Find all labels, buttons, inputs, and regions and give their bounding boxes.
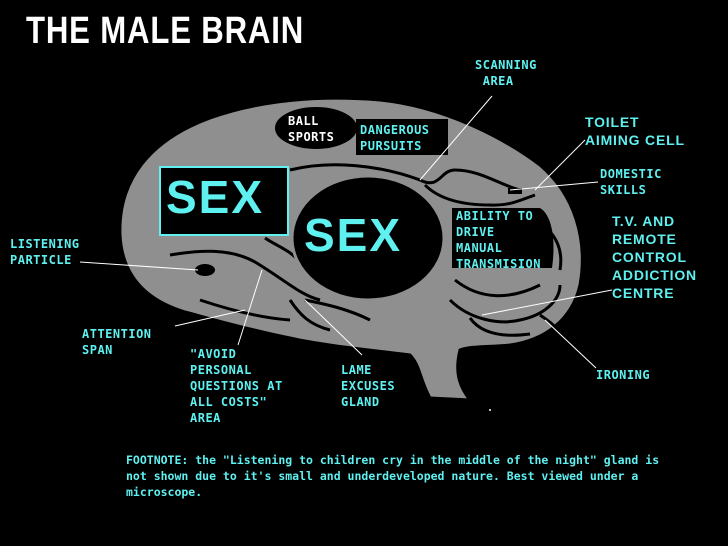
footnote: FOOTNOTE: the "Listening to children cry… <box>126 453 660 499</box>
avoid-questions-label: "AVOID PERSONAL QUESTIONS AT ALL COSTS" … <box>190 347 283 425</box>
listening-particle-label: LISTENING PARTICLE <box>10 237 80 267</box>
lame-excuses-label: LAME EXCUSES GLAND <box>341 363 396 409</box>
sex-left-label: SEX <box>166 171 265 223</box>
attention-span-label: ATTENTION SPAN <box>82 327 152 357</box>
toilet-cell <box>508 188 522 194</box>
ball-sports-label: BALL SPORTS <box>288 114 335 144</box>
ability-drive-lobe <box>452 208 554 268</box>
scanning-area-label: SCANNING AREA <box>475 58 537 88</box>
dangerous-pursuits-lobe <box>356 119 448 155</box>
page-title: THE MALE BRAIN <box>26 10 305 52</box>
dangerous-pursuits-label: DANGEROUS PURSUITS <box>360 123 430 153</box>
ability-to-drive-label: ABILITY TO DRIVE MANUAL TRANSMISION <box>456 209 541 271</box>
sex-center-lobe <box>290 174 446 302</box>
tv-remote-label: T.V. AND REMOTE CONTROL ADDICTION CENTRE <box>612 213 697 301</box>
sex-left-box <box>159 166 289 236</box>
sex-center-label: SEX <box>304 209 403 261</box>
domestic-skills-label: DOMESTIC SKILLS <box>600 167 662 197</box>
toilet-aiming-cell-label: TOILET AIMING CELL <box>585 114 685 148</box>
ironing-label: IRONING <box>596 368 651 382</box>
